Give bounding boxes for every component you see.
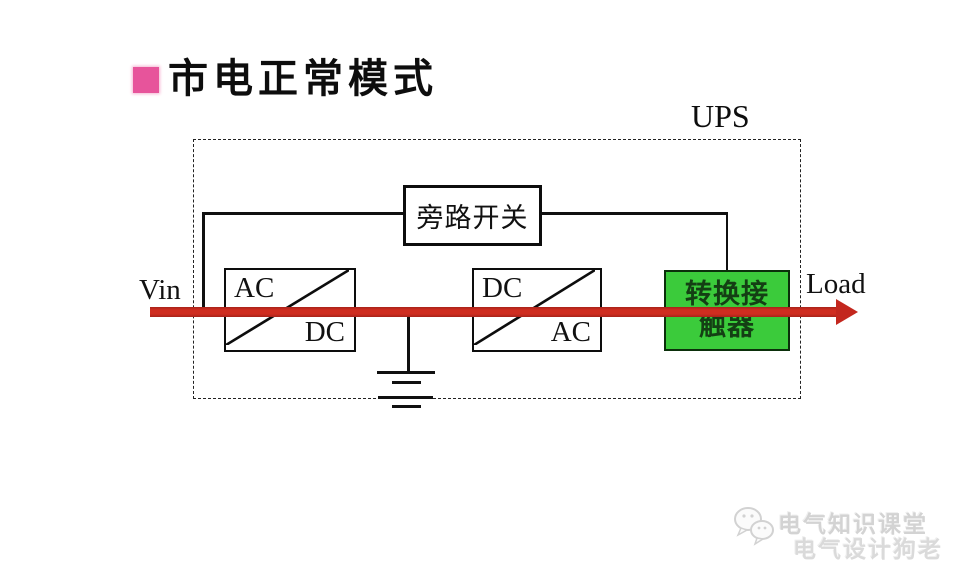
- title-bullet-square: [133, 67, 159, 93]
- bypass-wire-right-horizontal: [535, 212, 728, 215]
- page-title: 市电正常模式: [168, 55, 438, 102]
- wechat-bubbles-icon: [734, 507, 774, 546]
- rectifier-input-label: AC: [234, 272, 275, 304]
- ups-boundary-box: [193, 139, 801, 399]
- bypass-switch-label: 旁路开关: [416, 203, 529, 233]
- output-terminal-label: Load: [806, 268, 866, 300]
- ground-symbol-icon: [377, 371, 435, 375]
- bypass-wire-left-horizontal: [202, 212, 404, 215]
- rectifier-box: AC DC: [224, 268, 356, 352]
- contactor-label-line1: 转换接: [685, 278, 769, 309]
- bypass-wire-right-vertical: [725, 212, 729, 271]
- bypass-wire-left-vertical: [202, 212, 205, 312]
- ground-bar: [392, 405, 421, 408]
- ground-bar: [392, 381, 421, 384]
- inverter-input-label: DC: [482, 272, 523, 304]
- power-flow-arrowhead-icon: [836, 299, 858, 325]
- bypass-switch-box: 旁路开关: [403, 185, 542, 246]
- watermark-text-line1: 电气知识课堂: [778, 512, 928, 537]
- ground-stem: [407, 317, 410, 372]
- inverter-output-label: AC: [550, 316, 591, 348]
- rectifier-output-label: DC: [304, 316, 345, 348]
- watermark-text-line2: 电气设计狗老师: [793, 537, 943, 562]
- input-terminal-label: Vin: [139, 274, 181, 306]
- ups-label: UPS: [691, 98, 750, 134]
- ground-bar: [378, 396, 433, 400]
- power-flow-line: [150, 307, 838, 317]
